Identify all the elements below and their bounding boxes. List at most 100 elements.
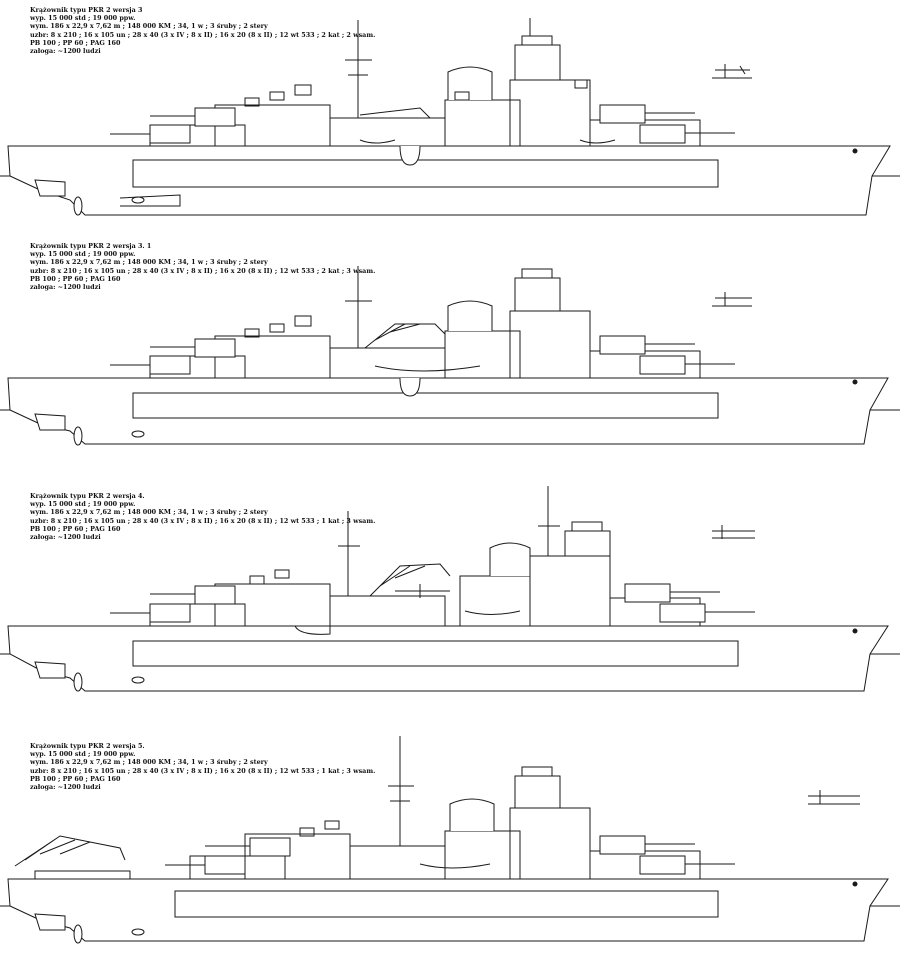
aa-mount [245,329,259,337]
hull [8,879,888,941]
lifeboat [580,140,615,143]
spec-line: uzbr: 8 x 210 ; 16 x 105 un ; 28 x 40 (3… [30,516,376,525]
spec-line: wym. 186 x 22,9 x 7,62 m ; 148 000 KM ; … [30,258,268,267]
spec-line: załoga: ~1200 ludzi [30,283,101,292]
turret-fwd-lower [640,856,685,874]
aa-mount [325,821,339,829]
shaft-bracket [120,195,180,206]
superstructure-mid [350,846,445,879]
spec-caption: Krążownik typu PKR 2 wersja 3. 1 wyp. 15… [30,242,375,291]
spec-line: załoga: ~1200 ludzi [30,47,101,56]
spec-line: wyp. 15 000 std ; 19 000 ppw. [30,250,136,259]
hull [8,626,888,691]
funnel [490,543,530,576]
bridge-tower [565,531,610,556]
bridge-tower [515,278,560,311]
propeller [74,673,82,691]
seaplane [712,292,752,306]
aa-mount [295,85,311,95]
turret-aft-lower [205,856,245,874]
turret-fwd-upper [625,584,670,602]
turret-aft-upper [195,586,235,604]
spec-title: Krążownik typu PKR 2 wersja 5. [30,742,145,750]
hull [8,378,888,444]
turret-aft-lower [150,356,190,374]
armor-belt [133,393,718,418]
aa-mount [575,80,587,88]
ship-profile-drawing [0,236,900,481]
spec-line: załoga: ~1200 ludzi [30,533,101,542]
rangefinder [522,36,552,45]
propeller [132,677,144,683]
propeller [74,925,82,943]
spec-line: wyp. 15 000 std ; 19 000 ppw. [30,14,136,23]
hull-bulge [400,378,420,396]
seaplane [808,790,860,804]
spec-line: uzbr: 8 x 210 ; 16 x 105 un ; 28 x 40 (3… [30,766,376,775]
ship-panel-v4: Krążownik typu PKR 2 wersja 4. wyp. 15 0… [0,486,900,731]
spec-line: uzbr: 8 x 210 ; 16 x 105 un ; 28 x 40 (3… [30,30,376,39]
turret-fwd-upper [600,836,645,854]
superstructure-mid [330,596,445,626]
aa-mount [270,324,284,332]
hull-bulge [295,626,330,634]
spec-line: załoga: ~1200 ludzi [30,783,101,792]
bridge-block [510,80,590,146]
armor-belt [175,891,718,917]
bridge-block [510,808,590,879]
spec-line: wym. 186 x 22,9 x 7,62 m ; 148 000 KM ; … [30,758,268,767]
aircraft-crane [365,324,445,348]
seaplane-on-catapult [395,584,450,598]
turret-aft-lower [150,125,190,143]
stern-crane [15,836,125,866]
rudder [35,662,65,678]
anchor-hawse [853,380,857,384]
superstructure-mid-upper [445,100,520,146]
turret-fwd-lower [660,604,705,622]
superstructure-mid [330,348,445,378]
aa-mount [295,316,311,326]
superstructure-mid-upper [460,576,530,626]
spec-title: Krążownik typu PKR 2 wersja 3. 1 [30,242,152,250]
turret-aft-upper [250,838,290,856]
bridge-tower [515,776,560,808]
armor-belt [133,641,738,666]
propeller [74,197,82,215]
spec-title: Krążownik typu PKR 2 wersja 3 [30,6,143,14]
rudder [35,180,65,196]
aircraft-crane [370,564,450,596]
propeller [132,929,144,935]
seaplane [712,525,755,539]
aircraft-crane [360,108,430,118]
bridge-tower [515,45,560,80]
aa-mount [275,570,289,578]
armor-belt [133,160,718,187]
anchor-hawse [853,149,857,153]
ship-profile-drawing [0,486,900,731]
anchor-hawse [853,629,857,633]
lifeboat [375,366,480,371]
rudder [35,914,65,930]
lifeboat [465,611,520,615]
spec-line: wym. 186 x 22,9 x 7,62 m ; 148 000 KM ; … [30,508,268,517]
aa-mount [300,828,314,836]
rangefinder [572,522,602,531]
rangefinder [522,767,552,776]
aa-mount [250,576,264,584]
propeller [74,427,82,445]
spec-line: wyp. 15 000 std ; 19 000 ppw. [30,500,136,509]
ship-profile-drawing [0,0,900,240]
ship-profile-drawing [0,736,900,967]
funnel [448,301,492,331]
propeller [132,431,144,437]
turret-aft-upper [195,339,235,357]
superstructure-mid-upper [445,831,520,879]
spec-caption: Krążownik typu PKR 2 wersja 3 wyp. 15 00… [30,6,375,55]
spec-line: PB 100 ; PP 60 ; PAG 160 [30,274,121,283]
spec-caption: Krążownik typu PKR 2 wersja 4. wyp. 15 0… [30,492,375,541]
ship-panel-v5: Krążownik typu PKR 2 wersja 5. wyp. 15 0… [0,736,900,967]
spec-title: Krążownik typu PKR 2 wersja 4. [30,492,145,500]
rangefinder [522,269,552,278]
propeller [132,197,144,203]
bridge-block [510,311,590,378]
